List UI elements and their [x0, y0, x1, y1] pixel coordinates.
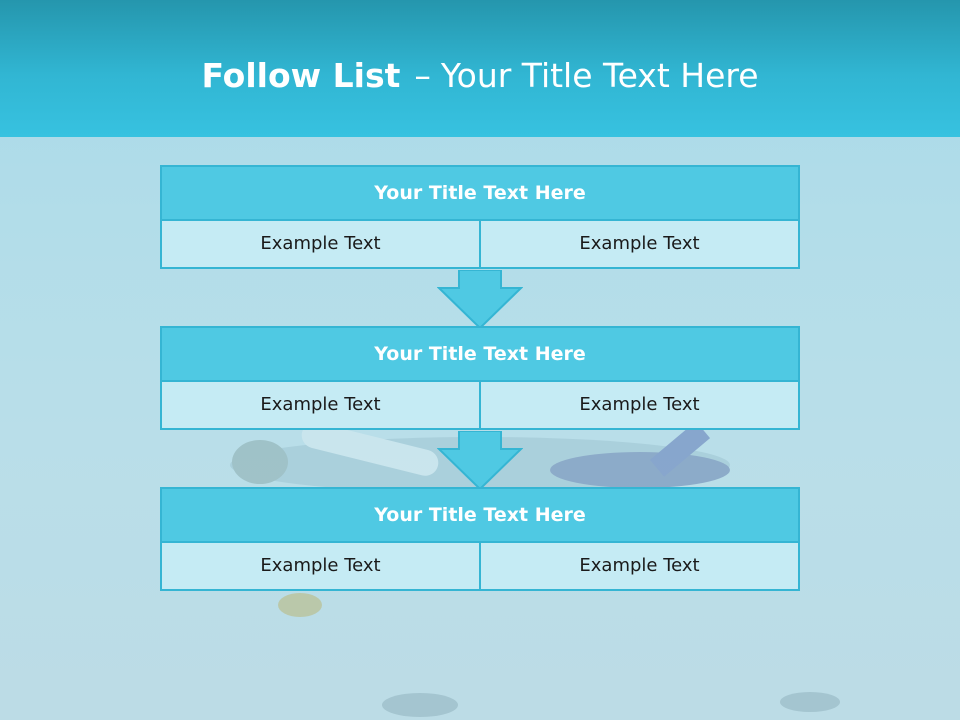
step-cell-2-left: Example Text	[160, 380, 481, 430]
step-cell-2-right: Example Text	[479, 380, 800, 430]
slide-title-bold: Follow List	[201, 56, 401, 95]
step-title-3: Your Title Text Here	[160, 487, 800, 543]
step-row-1: Example Text Example Text	[160, 219, 800, 269]
step-cell-3-left: Example Text	[160, 541, 481, 591]
step-title-2: Your Title Text Here	[160, 326, 800, 382]
slide-title: Follow List–Your Title Text Here	[0, 55, 960, 97]
slide-title-rest: Your Title Text Here	[440, 56, 759, 95]
down-arrow-icon	[437, 270, 523, 330]
step-row-3: Example Text Example Text	[160, 541, 800, 591]
step-title-1: Your Title Text Here	[160, 165, 800, 221]
step-cell-1-right: Example Text	[479, 219, 800, 269]
slide-title-dash: –	[414, 56, 431, 95]
header-bar: Follow List–Your Title Text Here	[0, 0, 960, 137]
down-arrow-icon	[437, 431, 523, 491]
step-cell-3-right: Example Text	[479, 541, 800, 591]
step-cell-1-left: Example Text	[160, 219, 481, 269]
step-block-1: Your Title Text Here Example Text Exampl…	[160, 165, 800, 269]
step-block-3: Your Title Text Here Example Text Exampl…	[160, 487, 800, 591]
step-block-2: Your Title Text Here Example Text Exampl…	[160, 326, 800, 430]
step-row-2: Example Text Example Text	[160, 380, 800, 430]
